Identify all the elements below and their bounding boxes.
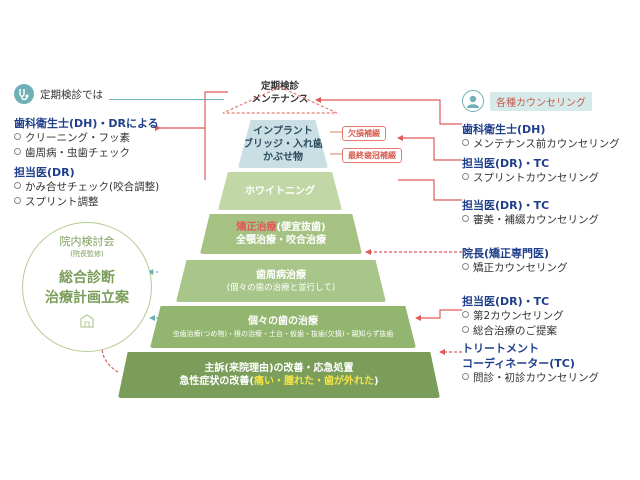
left-panel: 定期検診では 歯科衛生士(DH)・DRによる クリーニング・フッ素 歯周病・虫歯… [14,84,224,210]
left-panel-header: 定期検診では [14,84,224,104]
g1-header: 歯科衛生士(DH) [462,123,546,136]
tier-ortho: 矯正治療(便宜抜歯) 全顎治療・咬合治療 [200,214,362,254]
left-panel-title: 定期検診では [40,88,103,101]
list-item: 審美・補綴カウンセリング [462,213,632,228]
tier-implant: インプラント ブリッジ・入れ歯 かぶせ物 [238,120,328,168]
group1-header: 歯科衛生士(DH)・DRによる [14,117,159,130]
tier-individual: 個々の歯の治療 虫歯治療(つめ物)・根の治療・土台・仮歯・抜歯(欠損)・親知らず… [150,306,416,348]
g6-header-2: コーディネーター(TC) [462,357,575,370]
plan-line: 治療計画立案 [45,290,129,306]
right-connector-5 [415,309,462,321]
stethoscope-icon [14,84,34,104]
left-connector [155,91,228,131]
list-item: 歯周病・虫歯チェック [14,146,224,161]
g6-header-1: トリートメント [462,342,539,355]
tier-whitening: ホワイトニング [218,172,342,210]
list-item: 問診・初診カウンセリング [462,371,632,386]
pyramid-top-label: 定期検診 メンテナンス [251,81,309,105]
right-panel: 各種カウンセリング 歯科衛生士(DH) メンテナンス前カウンセリング 担当医(D… [462,90,632,386]
right-panel-title: 各種カウンセリング [490,91,592,111]
list-item: クリーニング・フッ素 [14,131,224,146]
right-connector-3 [398,179,462,201]
g2-header: 担当医(DR)・TC [462,157,550,170]
list-item: かみ合せチェック(咬合調整) [14,180,224,195]
conference-subtitle: (院長監修) [70,250,104,258]
diagnosis-line: 総合診断 [59,270,115,286]
list-item: メンテナンス前カウンセリング [462,137,632,152]
group2-header: 担当医(DR) [14,166,75,179]
g3-header: 担当医(DR)・TC [462,199,550,212]
conference-title: 院内検討会 [59,235,115,248]
g5-header: 担当医(DR)・TC [462,295,550,308]
right-connector-1 [315,97,462,125]
list-item: 総合治療のご提案 [462,324,632,339]
tier-periodontal: 歯周病治療 (個々の歯の治療と並行して) [176,260,386,302]
title-underline [109,98,224,100]
list-item: 矯正カウンセリング [462,261,632,276]
g4-header: 院長(矯正専門医) [462,247,550,260]
list-item: スプリント調整 [14,195,224,210]
conference-circle: 院内検討会 (院長監修) 総合診断 治療計画立案 [22,222,152,352]
tag-missing-prosthesis: 欠損補綴 [342,126,386,141]
list-item: スプリントカウンセリング [462,171,632,186]
tag-final-crown: 最終歯冠補綴 [342,148,402,163]
right-connector-2 [397,135,462,161]
right-panel-header: 各種カウンセリング [462,90,632,112]
tier-chief-complaint: 主訴(来院理由)の改善・応急処置 急性症状の改善(痛い・腫れた・歯が外れた) [118,352,440,398]
list-item: 第2カウンセリング [462,309,632,324]
pyramid-apex [222,86,338,114]
person-icon [462,90,484,112]
clinic-icon [79,313,95,329]
